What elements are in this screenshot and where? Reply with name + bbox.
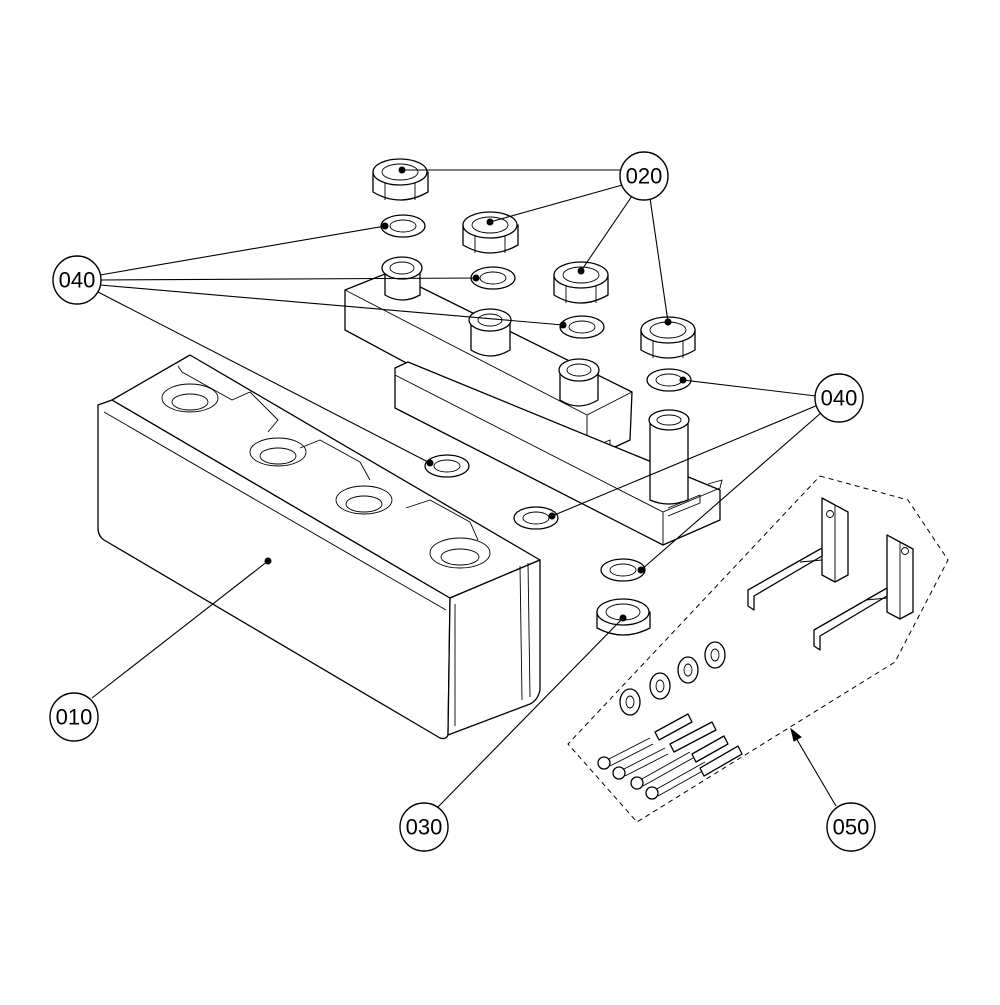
part-050-mounting-kit (567, 475, 949, 823)
callout-020-label: 020 (626, 164, 663, 189)
callout-050-label: 050 (833, 815, 870, 840)
kit-screws (597, 737, 709, 800)
union-nut-2 (462, 211, 519, 254)
kit-dowels (654, 713, 743, 777)
washer-7 (600, 558, 646, 582)
kit-washers (619, 641, 726, 716)
part-040-seal-washers (380, 214, 692, 582)
callout-040-right: 040 (814, 373, 864, 423)
callout-040-left: 040 (52, 255, 102, 305)
part-010-insulation-shell (97, 354, 541, 740)
manifold-lower-rail (394, 361, 723, 546)
union-nut-1 (372, 158, 429, 201)
union-nut-4 (640, 316, 696, 359)
wall-bracket-1 (747, 497, 849, 611)
washer-1 (380, 214, 426, 238)
callout-050: 050 (826, 802, 876, 852)
callout-040-right-label: 040 (821, 386, 858, 411)
callout-010-label: 010 (56, 705, 93, 730)
callout-040-left-label: 040 (59, 268, 96, 293)
callout-030-label: 030 (406, 815, 443, 840)
manifold-nipples (381, 256, 690, 505)
part-020-union-nuts (372, 158, 696, 359)
part-030-nut (596, 598, 651, 636)
union-nut-3 (553, 261, 609, 304)
callout-020: 020 (619, 151, 669, 201)
callout-010: 010 (49, 692, 99, 742)
washer-4 (646, 368, 692, 392)
washer-3 (559, 315, 605, 339)
callout-030: 030 (399, 802, 449, 852)
washer-2 (470, 266, 516, 290)
washer-5 (424, 454, 470, 478)
washer-6 (513, 506, 559, 530)
wall-bracket-2 (813, 534, 914, 651)
leader-lines (91, 169, 837, 809)
